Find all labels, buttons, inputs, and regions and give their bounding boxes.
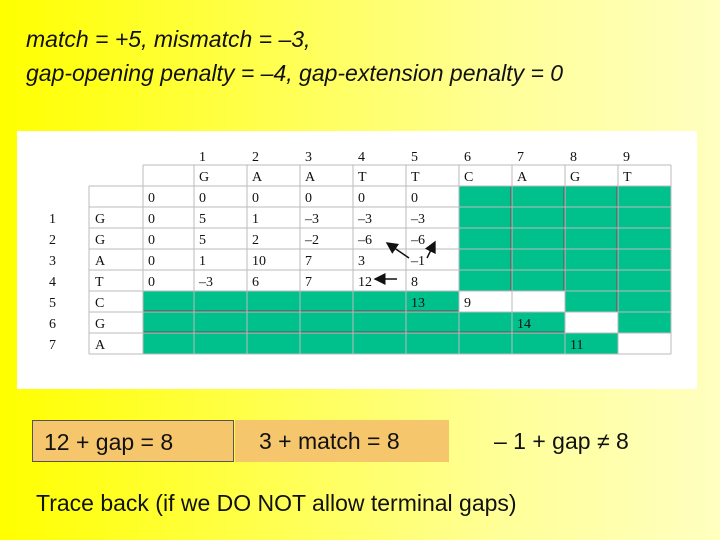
matrix-cell: –1 <box>410 254 425 269</box>
row-char: G <box>95 317 105 332</box>
row-char: C <box>95 296 104 311</box>
col-char: A <box>517 170 528 185</box>
matrix-cell: 0 <box>358 191 365 206</box>
matrix-cell: –3 <box>304 212 319 227</box>
row-char: T <box>95 275 104 290</box>
scoring-rules-line2: gap-opening penalty = –4, gap-extension … <box>26 60 564 86</box>
col-char: T <box>358 170 367 185</box>
matrix-cell: 0 <box>252 191 259 206</box>
traceback-caption: Trace back (if we DO NOT allow terminal … <box>36 490 517 516</box>
matrix-cell: 0 <box>148 254 155 269</box>
inequality-calculation: – 1 + gap ≠ 8 <box>494 428 629 454</box>
matrix-cell: 7 <box>305 275 312 290</box>
matrix-cell: –2 <box>304 233 319 248</box>
matrix-cell: 0 <box>148 233 155 248</box>
row-char: A <box>95 254 106 269</box>
col-char: G <box>570 170 580 185</box>
col-index: 9 <box>623 150 630 165</box>
matrix-cell: 13 <box>411 296 425 311</box>
matrix-cell: 0 <box>199 191 206 206</box>
matrix-cell: 5 <box>199 233 206 248</box>
matrix-cell: 0 <box>148 191 155 206</box>
highlight-row-6 <box>142 311 566 333</box>
match-calculation-box: 3 + match = 8 <box>235 420 449 462</box>
traceback-arrow-diagonal <box>385 242 410 259</box>
col-char: A <box>252 170 263 185</box>
gap-calculation-box: 12 + gap = 8 <box>32 420 234 462</box>
matrix-cell: 7 <box>305 254 312 269</box>
highlight-row-7 <box>142 332 619 355</box>
col-index: 1 <box>199 150 206 165</box>
row-index: 2 <box>49 233 56 248</box>
matrix-cell: –3 <box>410 212 425 227</box>
matrix-cell: –6 <box>410 233 425 248</box>
col-char: T <box>411 170 420 185</box>
matrix-cell: 6 <box>252 275 259 290</box>
row-char: G <box>95 233 105 248</box>
row-index: 1 <box>49 212 56 227</box>
row-index: 5 <box>49 296 56 311</box>
col-index: 2 <box>252 150 259 165</box>
matrix-cell: 0 <box>411 191 418 206</box>
col-char: A <box>305 170 316 185</box>
matrix-cell: 3 <box>358 254 365 269</box>
col-char: C <box>464 170 473 185</box>
col-index: 3 <box>305 150 312 165</box>
matrix-cell: 0 <box>148 275 155 290</box>
matrix-cell: 10 <box>252 254 266 269</box>
matrix-cell: 0 <box>305 191 312 206</box>
matrix-cell: 11 <box>570 338 583 353</box>
col-index: 4 <box>358 150 365 165</box>
matrix-cell: –6 <box>357 233 372 248</box>
row-index: 4 <box>49 275 56 290</box>
matrix-cell: 0 <box>148 212 155 227</box>
matrix-cell: 1 <box>199 254 206 269</box>
matrix-cell: 8 <box>411 275 418 290</box>
col-index: 8 <box>570 150 577 165</box>
matrix-cell: 1 <box>252 212 259 227</box>
matrix-cell: 14 <box>517 317 531 332</box>
col-index: 6 <box>464 150 471 165</box>
highlight-col-9 <box>617 185 672 334</box>
matrix-cell: 5 <box>199 212 206 227</box>
matrix-cell: 9 <box>464 296 471 311</box>
col-char: G <box>199 170 209 185</box>
traceback-arrow-up <box>424 240 436 259</box>
row-char: A <box>95 338 106 353</box>
row-index: 7 <box>49 338 56 353</box>
row-index: 6 <box>49 317 56 332</box>
row-char: G <box>95 212 105 227</box>
matrix-cell: –3 <box>357 212 372 227</box>
highlight-col-7 <box>511 185 565 292</box>
matrix-cell: –3 <box>198 275 213 290</box>
matrix-cell: 12 <box>358 275 372 290</box>
scoring-rules-line1: match = +5, mismatch = –3, <box>26 26 311 52</box>
col-index: 7 <box>517 150 524 165</box>
col-index: 5 <box>411 150 418 165</box>
row-index: 3 <box>49 254 56 269</box>
matrix-cell: 2 <box>252 233 259 248</box>
col-char: T <box>623 170 632 185</box>
highlight-col-6 <box>458 185 512 292</box>
